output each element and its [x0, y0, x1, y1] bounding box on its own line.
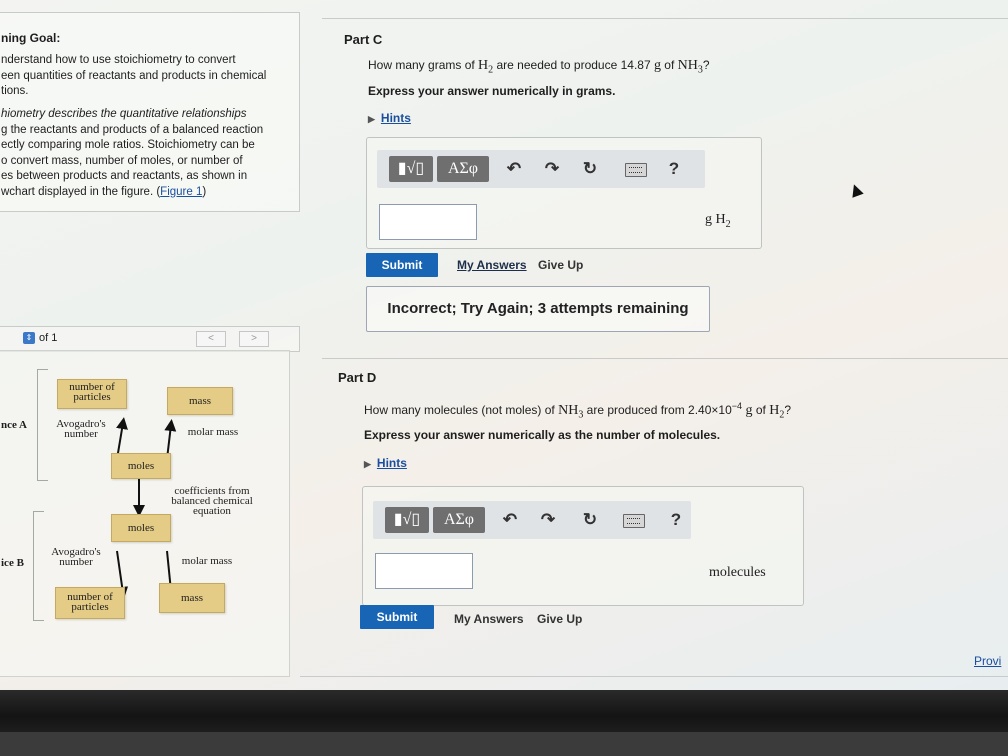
part-d-hints-link[interactable]: ▶Hints	[364, 456, 407, 470]
part-d-answer-panel: ▮√▯ ΑΣφ ↶ ↷ ↻ ? molecules	[362, 486, 804, 606]
molar-mass-label-b: molar mass	[181, 555, 233, 567]
part-c-feedback: Incorrect; Try Again; 3 attempts remaini…	[366, 286, 710, 332]
part-c-divider	[322, 18, 1008, 19]
molar-mass-label-a: molar mass	[187, 426, 239, 438]
page-spinner-icon[interactable]: ⇕	[23, 332, 35, 344]
part-d-my-answers-button[interactable]: My Answers	[454, 612, 524, 626]
reset-icon[interactable]: ↻	[582, 510, 598, 529]
avogadro-label-b: Avogadro's number	[51, 546, 101, 568]
number-of-particles-box-b: number of particles	[55, 587, 125, 619]
symbols-button[interactable]: ΑΣφ	[433, 507, 485, 533]
part-d-question: How many molecules (not moles) of NH3 ar…	[364, 401, 792, 421]
footer-divider	[300, 676, 1008, 677]
moles-box-a: moles	[111, 453, 171, 479]
part-c-submit-button[interactable]: Submit	[366, 253, 438, 277]
next-figure-button[interactable]: >	[239, 331, 269, 347]
learning-goal-body: hiometry describes the quantitative rela…	[1, 108, 264, 198]
mass-box-b: mass	[159, 583, 225, 613]
keyboard-icon[interactable]	[623, 514, 645, 528]
undo-icon[interactable]: ↶	[502, 510, 518, 529]
help-icon[interactable]: ?	[670, 510, 682, 529]
help-icon[interactable]: ?	[668, 159, 680, 178]
moles-box-b: moles	[111, 514, 171, 542]
substance-a-bracket	[37, 369, 48, 481]
stoichiometry-flowchart: nce A ice B number of particles mass Avo…	[0, 350, 290, 677]
part-c-unit: g H2	[705, 212, 731, 230]
learning-goal-title: ning Goal:	[1, 31, 61, 45]
substance-b-label: ice B	[1, 557, 24, 569]
part-c-title: Part C	[344, 32, 383, 47]
part-c-answer-input[interactable]	[379, 204, 477, 240]
monitor-bezel	[0, 690, 1008, 756]
reset-icon[interactable]: ↻	[582, 159, 598, 178]
bezel-lip	[0, 732, 1008, 756]
prev-figure-button[interactable]: <	[196, 331, 226, 347]
part-d-math-toolbar: ▮√▯ ΑΣφ ↶ ↷ ↻ ?	[373, 501, 691, 539]
part-d-divider	[322, 358, 1008, 359]
figure-navigator: ⇕ of 1 < >	[0, 326, 300, 352]
redo-icon[interactable]: ↷	[544, 159, 560, 178]
part-d-instruction: Express your answer numerically as the n…	[364, 428, 721, 442]
part-c-instruction: Express your answer numerically in grams…	[368, 84, 616, 98]
part-c-hints-link[interactable]: ▶Hints	[368, 111, 411, 125]
part-c-question: How many grams of H2 are needed to produ…	[368, 58, 710, 76]
figure-page-count: of 1	[39, 332, 58, 344]
substance-a-label: nce A	[1, 419, 27, 431]
templates-button[interactable]: ▮√▯	[385, 507, 429, 533]
mouse-cursor-icon	[848, 182, 864, 198]
mass-box-a: mass	[167, 387, 233, 415]
figure-1-link[interactable]: Figure 1	[160, 185, 203, 198]
avogadro-label-a: Avogadro's number	[56, 418, 106, 440]
screen: ning Goal: nderstand how to use stoichio…	[0, 0, 1008, 690]
part-d-submit-button[interactable]: Submit	[360, 605, 434, 629]
expand-triangle-icon: ▶	[364, 459, 371, 469]
part-d-answer-input[interactable]	[375, 553, 473, 589]
learning-goal-panel: ning Goal: nderstand how to use stoichio…	[0, 12, 300, 212]
symbols-button[interactable]: ΑΣφ	[437, 156, 489, 182]
part-c-math-toolbar: ▮√▯ ΑΣφ ↶ ↷ ↻ ?	[377, 150, 705, 188]
redo-icon[interactable]: ↷	[540, 510, 556, 529]
part-c-answer-panel: ▮√▯ ΑΣφ ↶ ↷ ↻ ? g H2	[366, 137, 762, 249]
coefficients-label: coefficients from balanced chemical equa…	[171, 485, 253, 517]
expand-triangle-icon: ▶	[368, 114, 375, 124]
templates-button[interactable]: ▮√▯	[389, 156, 433, 182]
undo-icon[interactable]: ↶	[506, 159, 522, 178]
learning-goal-intro: nderstand how to use stoichiometry to co…	[1, 54, 267, 97]
substance-b-bracket	[33, 511, 44, 621]
part-c-give-up-button[interactable]: Give Up	[538, 258, 584, 272]
part-d-title: Part D	[338, 370, 377, 385]
provide-feedback-link[interactable]: Provi	[974, 654, 1002, 668]
keyboard-icon[interactable]	[625, 163, 647, 177]
part-c-my-answers-button[interactable]: My Answers	[457, 258, 527, 272]
part-d-give-up-button[interactable]: Give Up	[537, 612, 583, 626]
number-of-particles-box-a: number of particles	[57, 379, 127, 409]
part-d-unit: molecules	[709, 565, 766, 580]
